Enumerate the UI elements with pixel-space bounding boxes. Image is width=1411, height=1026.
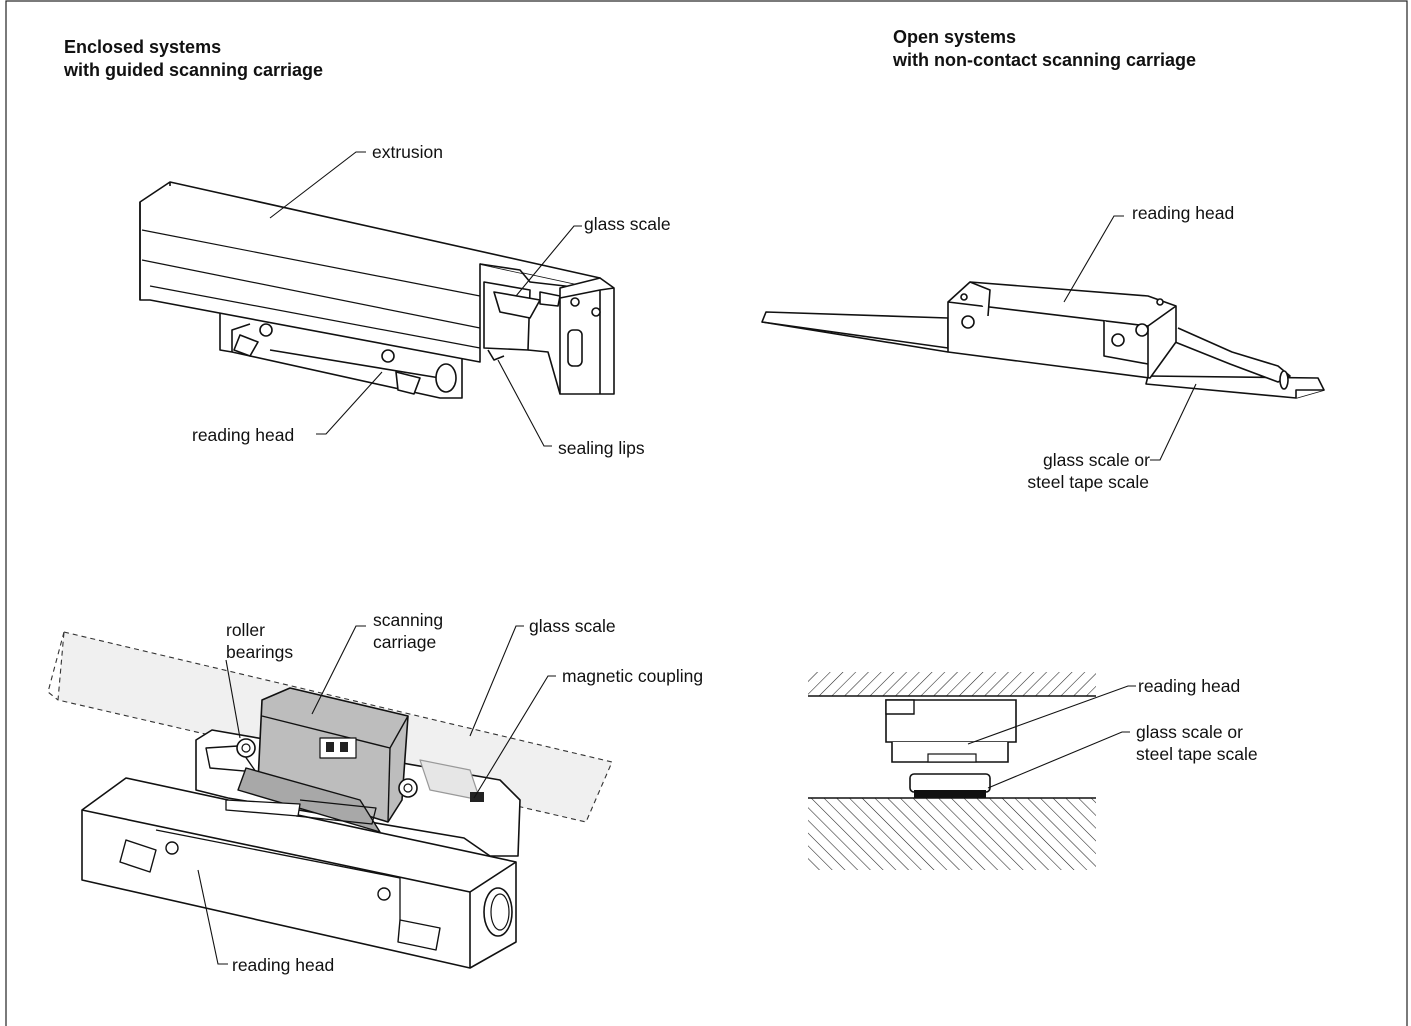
label-glass-scale-bottom: glass scale	[529, 616, 616, 636]
scanning-carriage-illustration	[47, 631, 613, 969]
label-scanning-carriage-line2: carriage	[373, 632, 436, 652]
heading-enclosed-line2: with guided scanning carriage	[64, 60, 324, 80]
page-border	[5, 0, 1408, 1026]
label-glass-or-steel-bottom-line1: glass scale or	[1136, 722, 1243, 742]
heading-open-systems: Open systems with non-contact scanning c…	[893, 26, 1196, 72]
label-glass-or-steel-top-line1: glass scale or	[1043, 450, 1150, 470]
label-magnetic-coupling: magnetic coupling	[562, 666, 703, 686]
label-reading-head-top-right: reading head	[1132, 203, 1234, 223]
label-reading-head-bottom-right: reading head	[1138, 676, 1240, 696]
label-glass-or-steel-top-line2: steel tape scale	[1027, 472, 1149, 492]
label-scanning-carriage-line1: scanning	[373, 610, 443, 630]
label-extrusion: extrusion	[372, 142, 443, 162]
leaders-top-right	[1063, 215, 1197, 461]
heading-open-line1: Open systems	[893, 27, 1017, 47]
heading-enclosed-systems: Enclosed systems with guided scanning ca…	[64, 36, 323, 82]
heading-enclosed-line1: Enclosed systems	[64, 37, 222, 57]
enclosed-encoder-illustration	[139, 181, 615, 399]
label-reading-head-bottom-left: reading head	[232, 955, 334, 975]
label-glass-scale-top: glass scale	[584, 214, 671, 234]
open-cross-section-illustration	[808, 672, 1096, 870]
label-sealing-lips: sealing lips	[558, 438, 645, 458]
leaders-bottom-right	[967, 685, 1136, 789]
leaders-bottom-left	[197, 625, 556, 965]
heading-open-line2: with non-contact scanning carriage	[893, 50, 1197, 70]
label-glass-or-steel-bottom-line2: steel tape scale	[1136, 744, 1258, 764]
leaders-top-left	[269, 151, 582, 447]
label-roller-bearings-line1: roller	[226, 620, 265, 640]
label-roller-bearings-line2: bearings	[226, 642, 293, 662]
open-encoder-illustration	[761, 281, 1325, 399]
label-reading-head-top-left: reading head	[192, 425, 294, 445]
